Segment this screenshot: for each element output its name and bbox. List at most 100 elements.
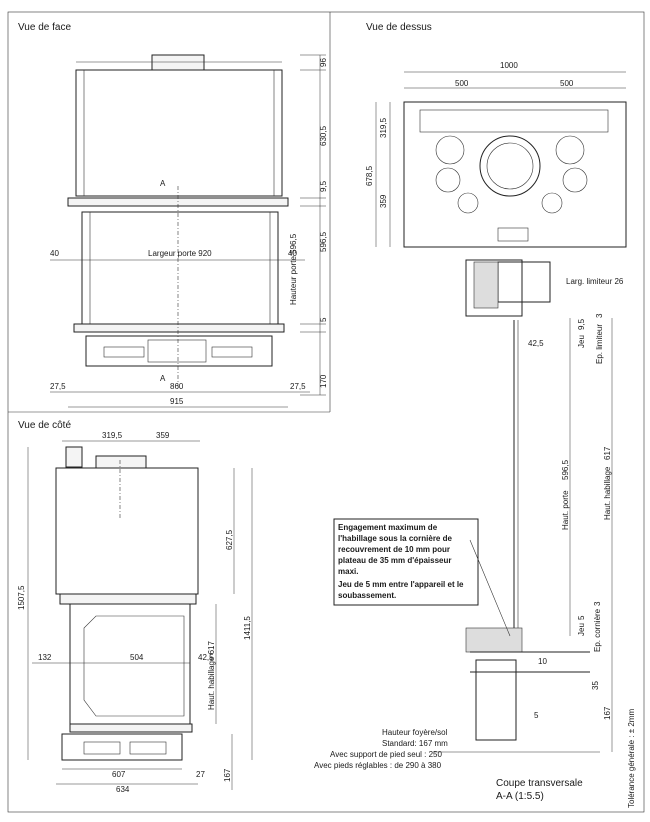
dim-side-167: 167 xyxy=(223,768,232,782)
top-duct-6 xyxy=(541,192,563,214)
dim-627: 627,5 xyxy=(225,529,234,550)
dim-607: 607 xyxy=(112,770,126,779)
note-line-2: l'habillage sous la cornière de xyxy=(338,534,452,543)
dim-section-42: 42,5 xyxy=(528,339,544,348)
label-ep-corniere: Ep. cornière xyxy=(593,608,602,652)
front-door xyxy=(81,211,279,325)
section-bottom-block xyxy=(465,627,523,653)
section-mark-top: A xyxy=(160,179,166,188)
dim-132: 132 xyxy=(38,653,52,662)
dim-42: 42,5 xyxy=(198,653,214,662)
hearth-line-3: Avec support de pied seul : 250 xyxy=(330,750,442,759)
dim-27-left: 27,5 xyxy=(50,382,66,391)
dim-500-a: 500 xyxy=(455,79,469,88)
dim-section-167: 167 xyxy=(603,706,612,720)
note-line-1: Engagement maximum de xyxy=(338,523,438,532)
door-width-label: Largeur porte 920 xyxy=(148,249,212,258)
top-view-title: Vue de dessus xyxy=(366,22,432,33)
dim-1507: 1507,5 xyxy=(17,585,26,610)
front-bottom-frame xyxy=(73,323,285,333)
section-caption-1: Coupe transversale xyxy=(496,778,583,789)
note-line-4: plateau de 35 mm d'épaisseur xyxy=(338,556,452,565)
dim-96: 96 xyxy=(319,58,328,67)
front-base xyxy=(85,335,273,367)
section-top-box xyxy=(465,259,523,317)
section-limiter-box xyxy=(497,261,551,303)
front-view-title: Vue de face xyxy=(18,22,71,33)
top-duct-1 xyxy=(435,135,465,165)
dim-1000: 1000 xyxy=(500,61,518,70)
top-view: 1000 500 500 319,5 678,5 359 xyxy=(365,61,627,248)
dim-9-5: 9,5 xyxy=(319,180,328,192)
hearth-line-4: Avec pieds réglables : de 290 à 380 xyxy=(314,761,442,770)
label-haut-porte: Haut. porte xyxy=(561,490,570,530)
top-flue-inner xyxy=(486,142,534,190)
dim-1411: 1411,5 xyxy=(243,616,252,640)
dim-170: 170 xyxy=(319,374,328,388)
dim-359-top: 359 xyxy=(379,194,388,208)
front-base-slot-l xyxy=(103,346,145,358)
dim-section-3a: 3 xyxy=(595,313,604,318)
top-duct-2 xyxy=(555,135,585,165)
top-duct-5 xyxy=(457,192,479,214)
front-hood xyxy=(75,69,283,197)
dim-section-3b: 3 xyxy=(593,601,602,606)
dim-section-596: 596,5 xyxy=(561,459,570,480)
dim-section-617: 617 xyxy=(603,446,612,460)
section-caption-2: A-A (1:5.5) xyxy=(496,791,544,802)
note-box: Engagement maximum de l'habillage sous l… xyxy=(333,518,511,637)
side-top-frame xyxy=(59,593,197,605)
top-flue-outer xyxy=(479,135,541,197)
dim-side-319: 319,5 xyxy=(102,431,123,440)
label-jeu-bottom: Jeu xyxy=(577,623,586,636)
note-leader xyxy=(469,539,511,637)
dim-630: 630,5 xyxy=(319,125,328,146)
label-larg-limiteur: Larg. limiteur 26 xyxy=(566,277,624,286)
tolerance-note: Tolérance générale : ± 2mm xyxy=(627,709,636,808)
dim-left40: 40 xyxy=(50,249,59,258)
dim-section-10: 10 xyxy=(538,657,547,666)
dim-right40: 40 xyxy=(288,249,297,258)
dim-27-right: 27,5 xyxy=(290,382,306,391)
dim-5: 5 xyxy=(319,317,328,322)
dim-596: 596,5 xyxy=(319,231,328,252)
front-flue-collar xyxy=(151,54,205,71)
dim-section-9-5: 9,5 xyxy=(577,318,586,330)
dim-500-b: 500 xyxy=(560,79,574,88)
dim-915: 915 xyxy=(170,397,184,406)
side-view-title: Vue de côté xyxy=(18,420,71,431)
hearth-line-1: Hauteur foyère/sol xyxy=(382,728,448,737)
top-front-block xyxy=(497,227,529,242)
side-base xyxy=(61,733,183,761)
dim-side-359: 359 xyxy=(156,431,170,440)
dim-27-side: 27 xyxy=(196,770,205,779)
note-line-7: soubassement. xyxy=(338,591,396,600)
note-line-5: maxi. xyxy=(338,567,358,576)
side-glass xyxy=(83,615,185,717)
front-base-slot-r xyxy=(211,346,253,358)
side-hood xyxy=(55,467,199,595)
note-line-3: recouvrement de 10 mm pour xyxy=(338,545,450,554)
section-hood-block xyxy=(473,261,499,309)
front-base-box xyxy=(147,339,207,363)
hearth-line-2: Standard: 167 mm xyxy=(382,739,448,748)
side-bottom-frame xyxy=(69,723,193,733)
dim-section-5b: 5 xyxy=(534,711,539,720)
dim-side-617: Haut. habillage 617 xyxy=(207,641,216,710)
top-hood-back xyxy=(419,109,609,133)
front-view: A A Largeur porte 920 40 40 Hauteur port… xyxy=(50,54,328,408)
top-duct-4 xyxy=(562,167,588,193)
dim-678: 678,5 xyxy=(365,165,374,186)
top-body xyxy=(403,101,627,248)
section-view: Larg. limiteur 26 42,5 Jeu 9,5 Ep. limit… xyxy=(434,259,636,808)
hearth-note: Hauteur foyère/sol Standard: 167 mm Avec… xyxy=(314,728,448,770)
dim-634: 634 xyxy=(116,785,130,794)
dim-section-5: 5 xyxy=(577,615,586,620)
door-height-label: Hauteur porte 596,5 xyxy=(289,233,298,305)
dim-504: 504 xyxy=(130,653,144,662)
label-haut-habillage: Haut. habillage xyxy=(603,466,612,520)
dim-section-35: 35 xyxy=(591,681,600,690)
side-collar xyxy=(95,455,147,469)
